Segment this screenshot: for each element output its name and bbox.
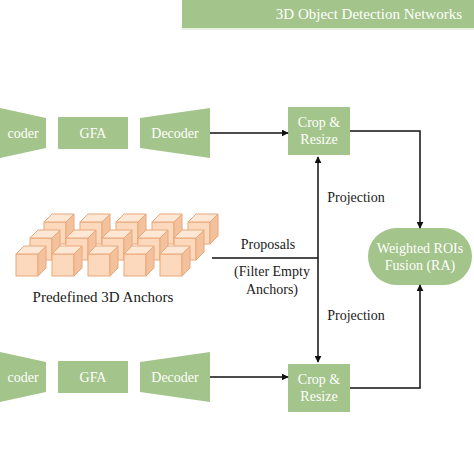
node-text: coder — [7, 369, 38, 386]
proposal-line — [212, 257, 318, 259]
encoder-block: coder — [0, 352, 46, 402]
filter-note: (Filter Empty Anchors) — [222, 263, 322, 299]
decoder-block: Decoder — [140, 352, 210, 402]
header-band: 3D Object Detection Networks — [182, 0, 474, 30]
crop-resize-box: Crop & Resize — [288, 364, 350, 412]
projection-arrow — [317, 258, 319, 362]
flow-arrow — [350, 131, 420, 228]
decoder-block: Decoder — [140, 108, 210, 158]
flow-arrow — [350, 285, 420, 388]
trapezoid-shape — [0, 108, 46, 158]
encoder-block: coder — [0, 108, 46, 158]
node-text: GFA — [80, 369, 107, 386]
flow-arrow — [210, 132, 288, 134]
proposals-label: Proposals — [222, 236, 314, 254]
pill-outline — [368, 228, 472, 285]
anchors-caption: Predefined 3D Anchors — [8, 288, 198, 306]
node-text: 3D Object Detection Networks — [276, 6, 462, 23]
crop-resize-box: Crop & Resize — [288, 107, 350, 155]
projection-label: Projection — [318, 307, 394, 325]
node-text: Weighted ROIs Fusion (RA) — [373, 240, 468, 274]
node-text: coder — [7, 125, 38, 142]
node-text: GFA — [80, 125, 107, 142]
trapezoid-shape — [0, 352, 46, 402]
anchor-cubes — [16, 214, 218, 276]
projection-label: Projection — [318, 189, 394, 207]
fusion-box: Weighted ROIs Fusion (RA) — [368, 228, 472, 285]
trapezoid-shape — [140, 352, 210, 402]
gfa-block: GFA — [58, 117, 128, 149]
projection-arrow — [317, 157, 319, 258]
trapezoid-shape — [140, 108, 210, 158]
node-text: Decoder — [151, 125, 198, 142]
gfa-block: GFA — [58, 361, 128, 393]
node-text: Decoder — [151, 369, 198, 386]
node-text: Crop & Resize — [288, 371, 350, 405]
node-text: Crop & Resize — [288, 114, 350, 148]
flow-arrow — [210, 376, 288, 378]
pill-shape — [368, 228, 472, 285]
